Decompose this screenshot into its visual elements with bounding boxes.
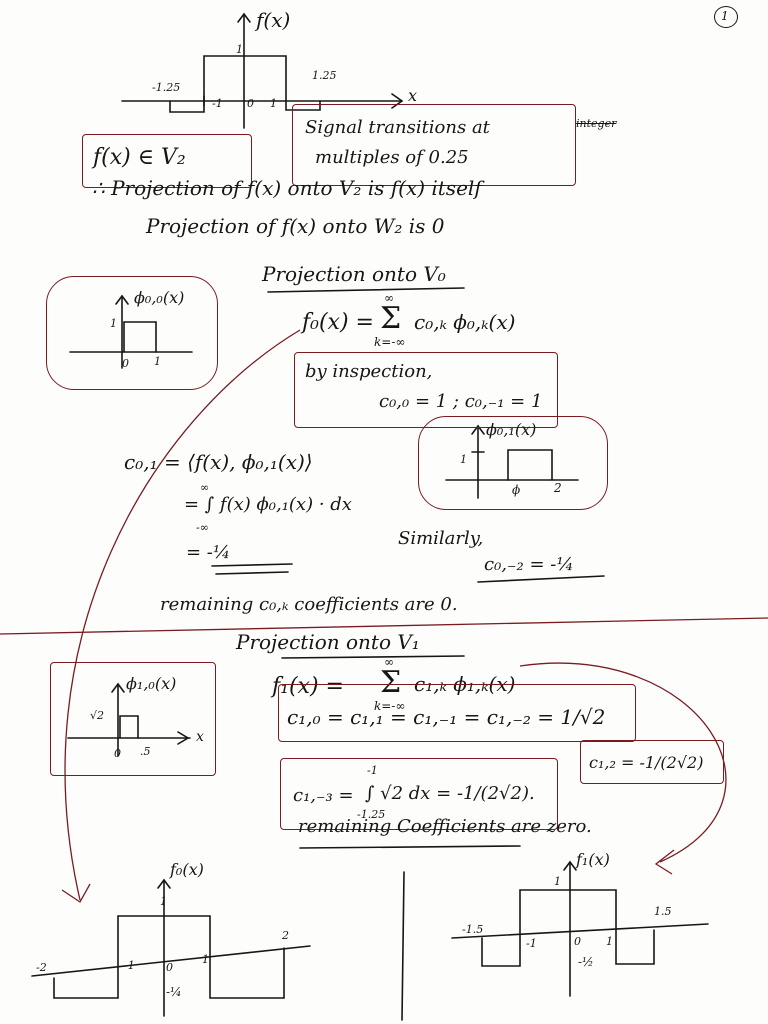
phi10-plot-lines — [67, 682, 191, 757]
remaining-v1: remaining Coefficients are zero. — [298, 816, 592, 837]
right-arrow-head — [654, 849, 675, 875]
phi10-label: ϕ₁,₀(x) — [126, 674, 177, 693]
f0-tick-neg1: -1 — [124, 959, 135, 972]
top-tick-neg125: -1.25 — [152, 81, 181, 94]
top-plot-lines — [121, 12, 404, 129]
top-tick-neg1: -1 — [212, 97, 223, 110]
f0-plot-label: f₀(x) — [170, 860, 204, 879]
phi10-y-tick: √2 — [90, 709, 105, 722]
top-tick-1: 1 — [270, 97, 277, 110]
phi00-x-tick-1: 1 — [154, 355, 161, 368]
signal-line1: Signal transitions at — [305, 117, 490, 138]
top-tick-0: 0 — [247, 97, 254, 110]
phi10-x-axis: x — [196, 729, 204, 745]
phi01-label: ϕ₀,₁(x) — [486, 420, 537, 439]
c1-box2-lhs: c₁,₋₃ = — [293, 785, 354, 806]
box-f-in-v2: f(x) ∈ V₂ — [82, 134, 252, 188]
similarly-line2: c₀,₋₂ = -¼ — [484, 554, 574, 575]
phi00-x-tick-0: 0 — [122, 357, 129, 370]
phi10-x-tick-0: 0 — [114, 747, 121, 760]
box-phi00 — [46, 276, 218, 390]
box-c1-2: c₁,₂ = -1/(2√2) — [580, 740, 724, 784]
c01-line2: = ∫ f(x) ϕ₀,₁(x) · dx — [184, 494, 352, 515]
f1-tick-0: 0 — [574, 935, 581, 948]
f1-neg: -½ — [578, 955, 594, 969]
f1-plot-lines — [451, 860, 709, 997]
f1-tick-neg15: -1.5 — [462, 923, 484, 936]
right-arrow-curve — [519, 662, 727, 863]
phi01-plot-lines — [445, 424, 579, 499]
c1-box2-int-top: -1 — [367, 764, 378, 777]
box-c1-main: c₁,₀ = c₁,₁ = c₁,₋₁ = c₁,₋₂ = 1/√2 — [278, 684, 636, 742]
page-number-circle — [714, 6, 738, 28]
f0-peak: 1 — [160, 895, 167, 908]
top-plot-label: f(x) — [256, 8, 291, 32]
left-arrow-curve — [64, 329, 301, 901]
f-in-v2-text: f(x) ∈ V₂ — [93, 145, 186, 170]
left-arrow-head — [61, 883, 91, 903]
f1-sum-bottom: k=-∞ — [374, 699, 406, 713]
phi00-label: ϕ₀,₀(x) — [134, 288, 185, 307]
c01-int-top: ∞ — [200, 481, 210, 494]
box-phi10 — [50, 662, 216, 776]
f1-tick-neg1: -1 — [526, 937, 537, 950]
top-plot-x-axis: x — [408, 86, 418, 105]
proj-w2-statement: Projection of f(x) onto W₂ is 0 — [146, 214, 445, 238]
f0-plot-lines — [31, 878, 311, 1017]
phi01-y-tick: 1 — [460, 453, 467, 466]
phi10-x-tick-5: .5 — [140, 745, 151, 758]
top-tick-125: 1.25 — [312, 69, 337, 82]
c1-box2-int-bottom: -1.25 — [357, 808, 386, 821]
f1-plot-label: f₁(x) — [576, 850, 610, 869]
underlines — [211, 287, 605, 849]
c1-box3-text: c₁,₂ = -1/(2√2) — [589, 753, 704, 772]
box-signal-transitions: Signal transitions at multiples of 0.25 — [292, 104, 576, 186]
proj-v0-heading: Projection onto V₀ — [262, 262, 446, 286]
phi00-y-tick: 1 — [110, 317, 117, 330]
f1-tick-15: 1.5 — [654, 905, 672, 918]
top-peak-tick: 1 — [236, 43, 243, 56]
inspection-line1: by inspection, — [305, 361, 433, 382]
proj-v2-statement: ∴ Projection of f(x) onto V₂ is f(x) its… — [92, 176, 482, 200]
f1-tick-1: 1 — [606, 935, 613, 948]
f1-eq-lhs: f₁(x) = — [272, 674, 344, 699]
phi01-x-tick-2: 2 — [554, 481, 562, 495]
f0-eq-term: c₀,ₖ ϕ₀,ₖ(x) — [414, 310, 516, 334]
signal-line2: multiples of 0.25 — [315, 147, 469, 168]
similarly-line1: Similarly, — [398, 528, 484, 549]
f0-tick-0: 0 — [166, 961, 173, 974]
c1-box1-text: c₁,₀ = c₁,₁ = c₁,₋₁ = c₁,₋₂ = 1/√2 — [287, 705, 606, 729]
c01-int-bottom: -∞ — [196, 521, 209, 534]
section-divider — [0, 617, 768, 635]
f0-tick-1: 1 — [202, 953, 209, 966]
phi01-x-tick-phi: ϕ — [512, 483, 521, 497]
f0-eq-lhs: f₀(x) = — [302, 310, 374, 335]
f0-neg: -¼ — [166, 985, 182, 999]
f0-sum-top: ∞ — [384, 291, 394, 305]
f0-tick-neg2: -2 — [36, 961, 47, 974]
f1-sum-top: ∞ — [384, 655, 394, 669]
f0-tick-2: 2 — [282, 929, 289, 942]
f1-sum-sign: Σ — [380, 665, 402, 700]
bottom-divider — [401, 871, 405, 1021]
f0-sum-bottom: k=-∞ — [374, 335, 406, 349]
c1-box2-body: ∫ √2 dx = -1/(2√2). — [365, 783, 535, 804]
remaining-v0: remaining c₀,ₖ coefficients are 0. — [160, 594, 458, 615]
box-c1-neg3: c₁,₋₃ = -1 ∫ √2 dx = -1/(2√2). -1.25 — [280, 758, 558, 830]
phi00-plot-lines — [69, 294, 193, 369]
box-phi01 — [418, 416, 608, 510]
c01-line3: = -¼ — [186, 542, 231, 563]
f1-peak: 1 — [554, 875, 561, 888]
c01-line1: c₀,₁ = ⟨f(x), ϕ₀,₁(x)⟩ — [124, 450, 313, 474]
inspection-line2: c₀,₀ = 1 ; c₀,₋₁ = 1 — [379, 391, 543, 412]
f0-sum-sign: Σ — [380, 301, 402, 336]
proj-v1-heading: Projection onto V₁ — [236, 630, 420, 654]
signal-note: integer — [576, 117, 617, 130]
